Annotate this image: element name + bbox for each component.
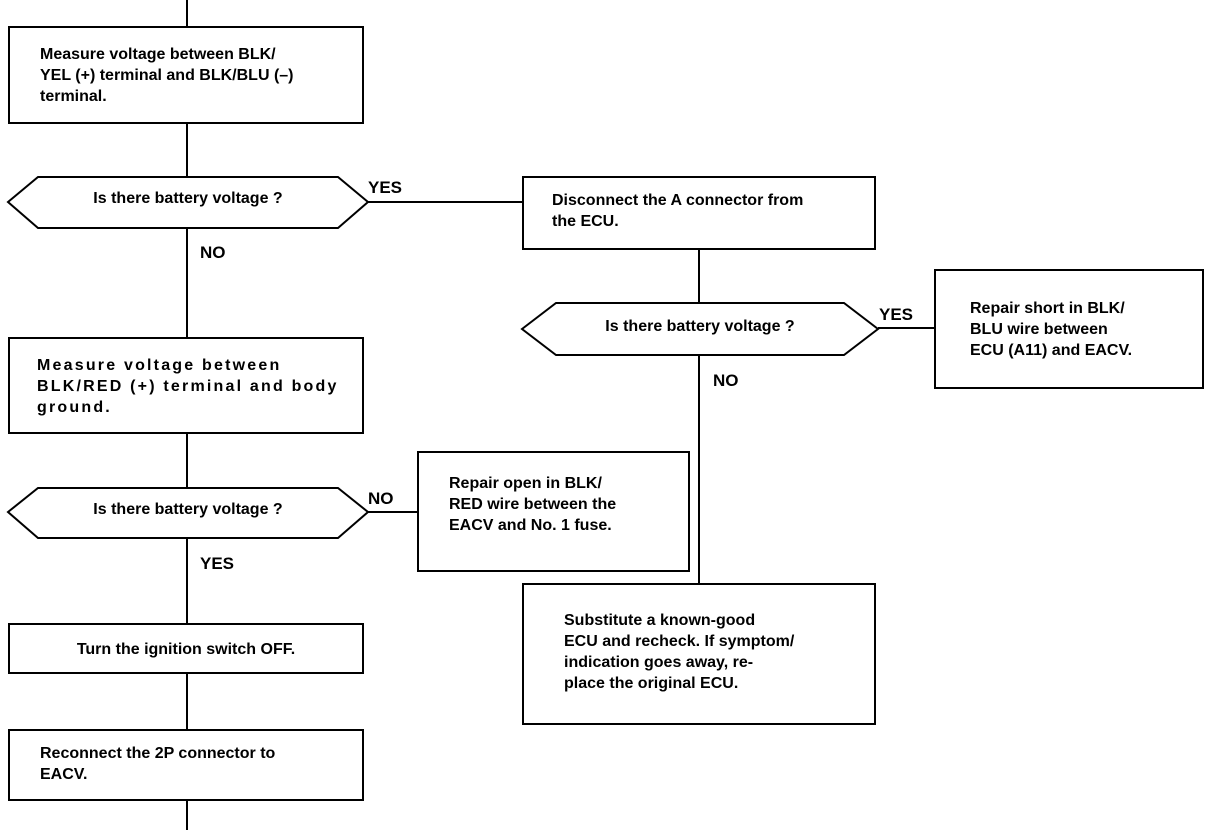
- repair-open-text: Repair open in BLK/ RED wire between the…: [449, 475, 617, 534]
- disconnect-text: Disconnect the A connector from the ECU.: [552, 192, 804, 230]
- decision-2-diamond: [6, 487, 370, 539]
- repair-short-text: Repair short in BLK/ BLU wire between EC…: [970, 300, 1133, 359]
- decision-2-no-label: NO: [368, 489, 394, 508]
- repair-open-box: Repair open in BLK/ RED wire between the…: [417, 451, 690, 572]
- measure-blk-yel-box: Measure voltage between BLK/ YEL (+) ter…: [8, 26, 364, 124]
- decision-1-text: Is there battery voltage ?: [93, 190, 283, 207]
- measure-blk-yel-text: Measure voltage between BLK/ YEL (+) ter…: [40, 46, 294, 105]
- decision-3-yes-label: YES: [879, 305, 914, 324]
- ignition-off-box: Turn the ignition switch OFF.: [8, 623, 364, 674]
- substitute-ecu-box: Substitute a known-good ECU and recheck.…: [522, 583, 876, 725]
- measure-blk-red-text: Measure voltage between BLK/RED (+) term…: [37, 357, 339, 416]
- substitute-ecu-text: Substitute a known-good ECU and recheck.…: [564, 612, 795, 692]
- decision-3-text: Is there battery voltage ?: [605, 318, 795, 335]
- repair-short-box: Repair short in BLK/ BLU wire between EC…: [934, 269, 1204, 389]
- disconnect-box: Disconnect the A connector from the ECU.: [522, 176, 876, 250]
- reconnect-box: Reconnect the 2P connector to EACV.: [8, 729, 364, 801]
- ignition-off-text: Turn the ignition switch OFF.: [76, 641, 296, 658]
- decision-1-no-label: NO: [200, 243, 226, 262]
- decision-1-yes-label: YES: [368, 178, 403, 197]
- decision-3-diamond: [520, 302, 880, 356]
- measure-blk-red-box: Measure voltage between BLK/RED (+) term…: [8, 337, 364, 434]
- decision-2-yes-label: YES: [200, 554, 235, 573]
- decision-3-no-label: NO: [713, 371, 739, 390]
- decision-1-diamond: [6, 176, 370, 229]
- decision-2-text: Is there battery voltage ?: [93, 501, 283, 518]
- reconnect-text: Reconnect the 2P connector to EACV.: [40, 745, 276, 783]
